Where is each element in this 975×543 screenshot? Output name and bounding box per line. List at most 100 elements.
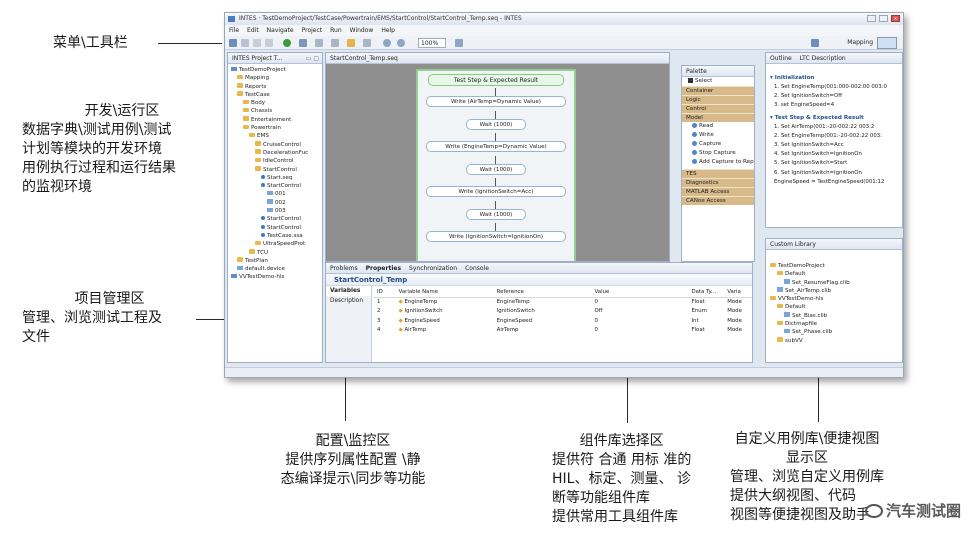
menu-item-help[interactable]: Help [381,27,395,34]
tree-item[interactable]: Reports [228,83,322,91]
editor-tab[interactable]: StartControl_Temp.seq [326,53,669,64]
tree-item[interactable]: TestPlan [228,257,322,265]
back-icon[interactable] [331,39,339,47]
new-icon[interactable] [229,39,237,47]
palette-item[interactable]: Write [682,131,754,140]
zoom-in-icon[interactable] [383,39,391,47]
column-header[interactable]: Value [591,287,689,298]
palette-category[interactable]: Control [682,104,754,113]
flow-step[interactable]: Write (EngineTemp=Dynamic Value) [426,141,566,152]
tree-item[interactable]: Entertainment [228,116,322,124]
library-item[interactable]: Default [766,303,902,311]
tree-item[interactable]: StartControl [228,215,322,223]
tree-item[interactable]: UltraSpeedProt [228,240,322,248]
tab-properties[interactable]: Properties [365,265,402,272]
palette-select[interactable]: Select [682,77,754,86]
tree-item[interactable]: IdleControl [228,157,322,165]
outline-row[interactable]: 1. Set AirTemp(001:-20-002:22 003:2 [774,123,875,130]
palette-category[interactable]: Logic [682,95,754,104]
tree-item[interactable]: TestCase [228,91,322,99]
tree-item[interactable]: Chassis [228,107,322,115]
library-item[interactable]: Set_Bias.clib [766,312,902,320]
flow-step[interactable]: Wait (1000) [466,118,526,130]
close-button[interactable]: x [891,15,900,22]
library-item[interactable]: Dictmapfile [766,320,902,328]
palette-category[interactable]: MATLAB Access [682,187,754,196]
palette-title[interactable]: Palette [682,66,754,77]
outline-row[interactable]: 6. Set IgnitionSwitch=IgnitionOn [774,169,862,176]
tree-item[interactable]: StartControl [228,166,322,174]
flow-step[interactable]: Write (AirTemp=Dynamic Value) [426,96,566,107]
library-item[interactable]: Set_AirTemp.clib [766,287,902,295]
column-header[interactable]: Varia [724,287,752,298]
tree-item[interactable]: 001 [228,190,322,198]
tree-item[interactable]: DecelerationFuc [228,149,322,157]
print-icon[interactable] [253,39,261,47]
palette-category[interactable]: Container [682,86,754,95]
outline-section[interactable]: ▾ Test Step & Expected Result [770,114,864,121]
debug-icon[interactable] [299,39,307,47]
copy-icon[interactable] [265,39,273,47]
library-item[interactable]: Set_Phase.clib [766,328,902,336]
column-header[interactable]: ID [374,287,396,298]
tree-item[interactable]: Body [228,99,322,107]
tree-item[interactable]: Powertrain [228,124,322,132]
palette-item[interactable]: Capture [682,140,754,149]
palette-category[interactable]: Model [682,113,754,122]
outline-row[interactable]: 2. Set EngineTemp(001:-20-002:22 003: [774,132,883,139]
tree-item[interactable]: default.device [228,265,322,273]
library-item[interactable]: VVTestDemo-hls [766,295,902,303]
menu-item-edit[interactable]: Edit [247,27,259,34]
zoom-combo[interactable]: 100% [418,38,446,48]
palette-item[interactable]: Read [682,122,754,131]
tree-item[interactable]: VVTestDemo-hls [228,273,322,281]
tree-item[interactable]: TCU [228,249,322,257]
view-menu-icon[interactable]: ▭ ▢ [305,55,319,62]
tab-problems[interactable]: Problems [330,265,358,272]
library-item[interactable]: TestDemoProject [766,262,902,270]
flow-container[interactable]: Test Step & Expected Result Write (AirTe… [416,69,576,261]
perspective-switcher[interactable] [877,37,897,49]
library-item[interactable]: Set_ResumeFlag.clib [766,279,902,287]
library-item[interactable]: subVV [766,337,902,345]
run-icon[interactable] [283,39,291,47]
flow-step[interactable]: Wait (1000) [466,208,526,220]
menu-item-project[interactable]: Project [301,27,323,34]
tree-item[interactable]: CruiseControl [228,141,322,149]
outline-row[interactable]: 3. Set IgnitionSwitch=Acc [774,142,844,149]
palette-category[interactable]: TES [682,169,754,178]
tree-item[interactable]: Start.seq [228,174,322,182]
tree-item[interactable]: 002 [228,199,322,207]
side-tab-variables[interactable]: Variables [326,286,371,296]
outline-section[interactable]: ▾ Initialization [770,75,815,81]
minimize-button[interactable] [867,15,876,22]
outline-row[interactable]: 2. Set IgnitionSwitch=Off [774,93,842,100]
flow-step[interactable]: Write (IgnitionSwitch=IgnitionOn) [426,231,566,242]
menu-item-file[interactable]: File [229,27,240,34]
tab-ltc-description[interactable]: LTC Description [799,55,846,62]
outline-row[interactable]: 3. set EngineSpeed=4 [774,102,835,109]
outline-row[interactable]: 4. Set IgnitionSwitch=IgnitionOn [774,151,862,158]
maximize-button[interactable] [879,15,888,22]
save-icon[interactable] [241,39,249,47]
palette-item[interactable]: Stop Capture [682,149,754,158]
tree-item[interactable]: EMS [228,132,322,140]
menu-item-navigate[interactable]: Navigate [266,27,294,34]
tree-item[interactable]: TestCase.ssa [228,232,322,240]
column-header[interactable]: Data Ty... [688,287,725,298]
side-tab-description[interactable]: Description [330,298,364,304]
tree-item[interactable]: 003 [228,207,322,215]
tree-item[interactable]: StartControl [228,182,322,190]
flow-head[interactable]: Test Step & Expected Result [428,74,564,86]
column-header[interactable]: Variable Name [395,287,494,298]
outline-row[interactable]: EngineSpeed = TestEngineSpeed(001:12 [774,178,885,185]
tab-synchronization[interactable]: Synchronization [409,265,458,272]
custom-library-tab[interactable]: Custom Library [766,239,902,250]
outline-row[interactable]: 1. Set EngineTemp(001:000-002:00 003:0 [774,84,887,90]
palette-category[interactable]: CANoe Access [682,196,754,205]
flow-step[interactable]: Write (IgnitionSwitch=Acc) [426,186,566,197]
wand-icon[interactable] [347,39,355,47]
column-header[interactable]: Reference [493,287,592,298]
